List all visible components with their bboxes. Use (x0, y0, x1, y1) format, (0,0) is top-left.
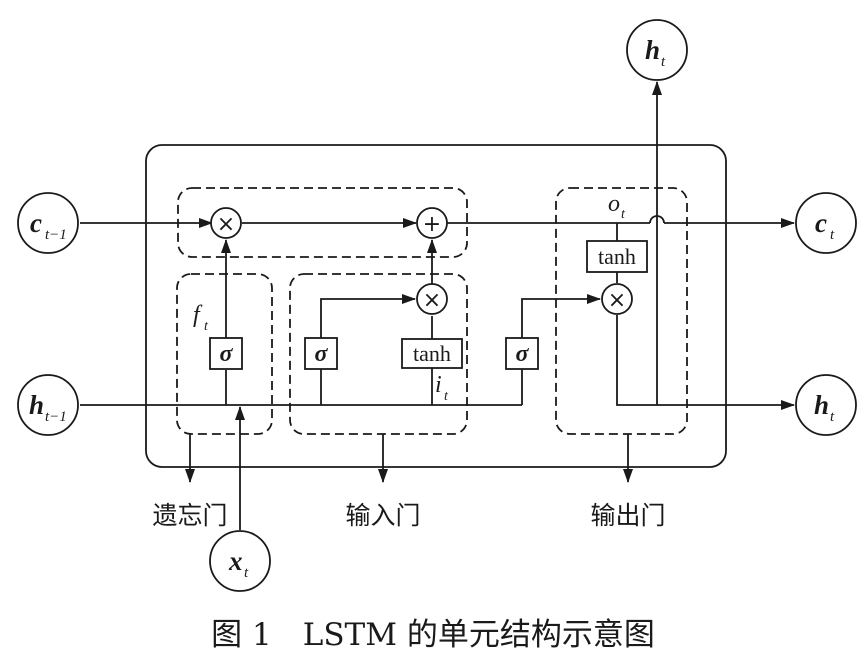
forget-gate-region (176, 273, 273, 435)
op-output-multiply: × (601, 283, 633, 315)
node-h-prev: h t−1 (17, 374, 79, 436)
var-f-main: f (193, 302, 203, 328)
node-c-prev-main: c (30, 208, 42, 238)
op-input-multiply: × (416, 283, 448, 315)
op-forget-multiply: × (210, 207, 242, 239)
node-c-next-main: c (815, 208, 827, 238)
node-x-sub: t (244, 565, 249, 581)
node-c-next-sub: t (830, 227, 835, 243)
box-forget-sigma: σ (209, 337, 243, 370)
node-h-next: h t (795, 374, 857, 436)
node-h-top: h t (626, 19, 688, 81)
label-input-gate: 输入门 (345, 501, 420, 530)
box-input-sigma-label: σ (315, 341, 329, 367)
box-output-tanh: tanh (586, 240, 648, 273)
op-input-multiply-symbol: × (423, 288, 441, 313)
node-h-prev-sub: t−1 (45, 409, 67, 425)
node-h-top-sub: t (661, 54, 666, 70)
var-f-sub: t (204, 319, 209, 334)
label-output-gate: 输出门 (590, 501, 665, 530)
node-x-main: x (228, 546, 243, 576)
var-f: f t (193, 302, 209, 334)
node-h-prev-main: h (29, 390, 44, 420)
op-add: + (416, 207, 448, 239)
node-c-prev: c t−1 (17, 192, 79, 254)
figure-caption: 图 1 LSTM 的单元结构示意图 (211, 617, 655, 653)
input-gate-region (289, 273, 468, 435)
node-h-next-main: h (814, 390, 829, 420)
var-i: i t (435, 372, 449, 404)
cell-box (145, 144, 727, 468)
box-input-tanh-label: tanh (413, 341, 451, 366)
var-i-main: i (435, 372, 442, 398)
label-forget-gate: 遗忘门 (152, 501, 227, 530)
op-add-symbol: + (423, 212, 441, 237)
var-i-sub: t (444, 389, 449, 404)
box-forget-sigma-label: σ (220, 341, 234, 367)
output-sigma-to-multiply (521, 294, 601, 338)
op-forget-multiply-symbol: × (217, 212, 235, 237)
box-output-sigma: σ (505, 337, 539, 370)
box-output-sigma-label: σ (516, 341, 530, 367)
node-c-next: c t (795, 192, 857, 254)
input-sigma-to-multiply (320, 294, 416, 338)
op-output-multiply-symbol: × (608, 288, 626, 313)
node-x: x t (209, 530, 271, 592)
node-c-prev-sub: t−1 (45, 227, 67, 243)
var-o-main: o (608, 191, 620, 217)
node-h-top-main: h (645, 35, 660, 65)
var-o: o t (608, 191, 626, 222)
node-h-next-sub: t (830, 409, 835, 425)
box-input-sigma: σ (304, 337, 338, 370)
var-o-sub: t (621, 207, 626, 222)
box-input-tanh: tanh (401, 338, 463, 369)
output-multiply-to-hidden (616, 315, 795, 410)
box-output-tanh-label: tanh (598, 244, 636, 269)
